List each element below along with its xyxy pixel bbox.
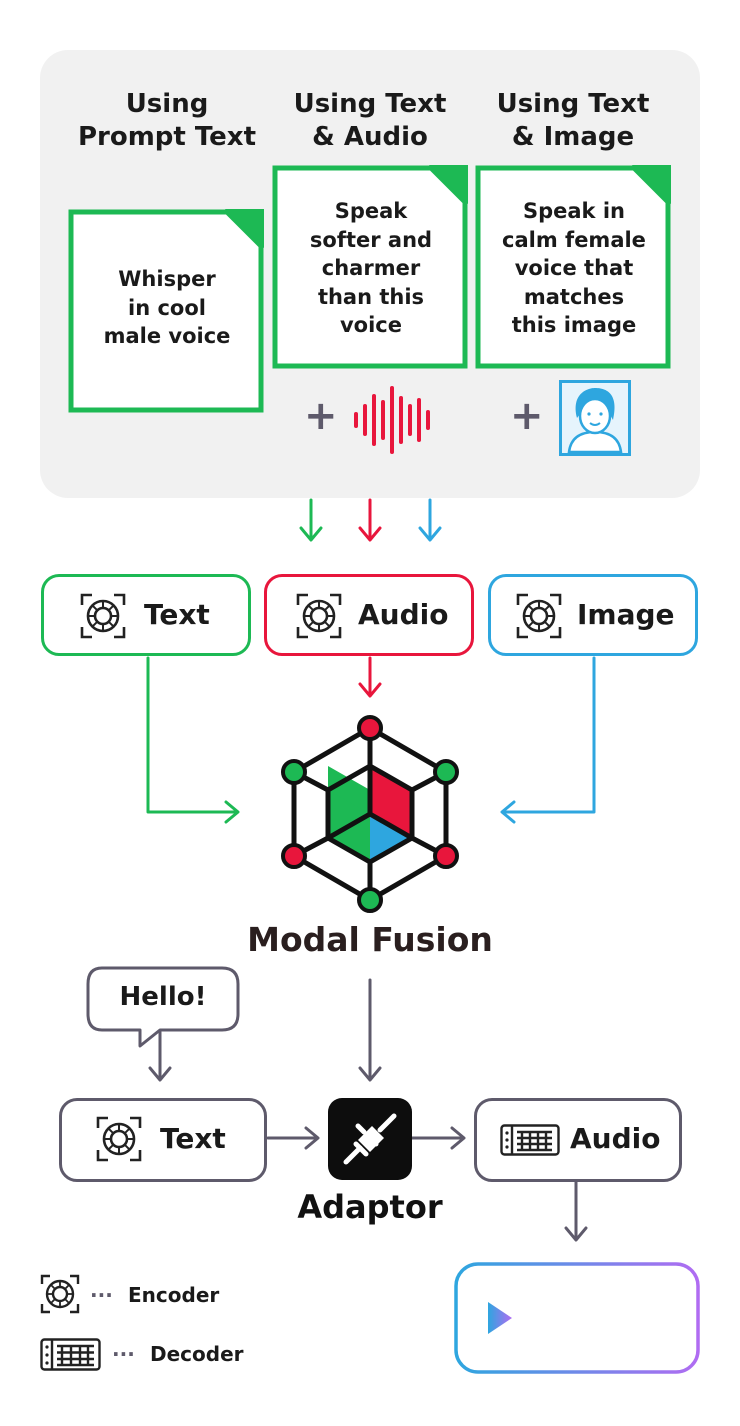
modal-fusion-title: Modal Fusion [247, 920, 493, 959]
speech-bubble [86, 966, 240, 1048]
legend-dots-decoder: ··· [112, 1342, 135, 1366]
legend-decoder-label: Decoder [150, 1342, 244, 1366]
encoder-icon [296, 593, 342, 639]
legend-encoder-label: Encoder [128, 1283, 220, 1307]
prompt-document-1 [68, 209, 264, 413]
legend-dots-encoder: ··· [90, 1283, 113, 1307]
portrait-icon [559, 380, 631, 456]
modal-fusion-icon [281, 715, 459, 913]
prompt-document-2 [272, 165, 468, 369]
encoder-icon [80, 593, 126, 639]
image-encoder-box [488, 574, 698, 656]
legend-encoder-icon [40, 1274, 80, 1314]
text-encoder-box [41, 574, 251, 656]
prompt-document-3 [475, 165, 671, 369]
encoder-icon [516, 593, 562, 639]
plug-icon [343, 1113, 397, 1165]
audio-decoder-label: Audio [570, 1122, 661, 1155]
image-encoder-label: Image [577, 598, 675, 631]
output-audio-player[interactable] [454, 1262, 700, 1374]
prompt-text-1: Whisper in cool male voice [103, 267, 231, 349]
adaptor-label: Adaptor [297, 1188, 443, 1226]
document-fold-1 [225, 209, 264, 248]
pipeline-text-encoder-box [59, 1098, 267, 1182]
prompt-documents [68, 165, 671, 413]
encoder-icon [96, 1116, 142, 1162]
plus-sign-image: + [510, 393, 544, 439]
document-fold-3 [632, 165, 671, 204]
pipeline-text-label: Text [160, 1122, 226, 1155]
speech-bubble-text: Hello! [119, 982, 207, 1012]
heading-text-audio: Using Text & Audio [293, 89, 447, 152]
text-encoder-label: Text [144, 598, 210, 631]
audio-wave-icon [354, 386, 430, 454]
document-fold-2 [429, 165, 468, 204]
prompt-text-3: Speak in calm female voice that matches … [502, 199, 646, 338]
audio-decoder-box [474, 1098, 682, 1182]
prompt-text-2: Speak softer and charmer than this voice [309, 199, 433, 338]
waveform-icon [538, 1278, 662, 1358]
legend-decoder-icon [40, 1338, 101, 1371]
heading-text-image: Using Text & Image [496, 89, 650, 152]
audio-encoder-label: Audio [358, 598, 449, 631]
decoder-icon [500, 1124, 560, 1156]
play-icon [488, 1302, 512, 1334]
audio-encoder-box [264, 574, 474, 656]
plus-sign-audio: + [304, 393, 338, 439]
heading-prompt-text: Using Prompt Text [77, 89, 257, 152]
